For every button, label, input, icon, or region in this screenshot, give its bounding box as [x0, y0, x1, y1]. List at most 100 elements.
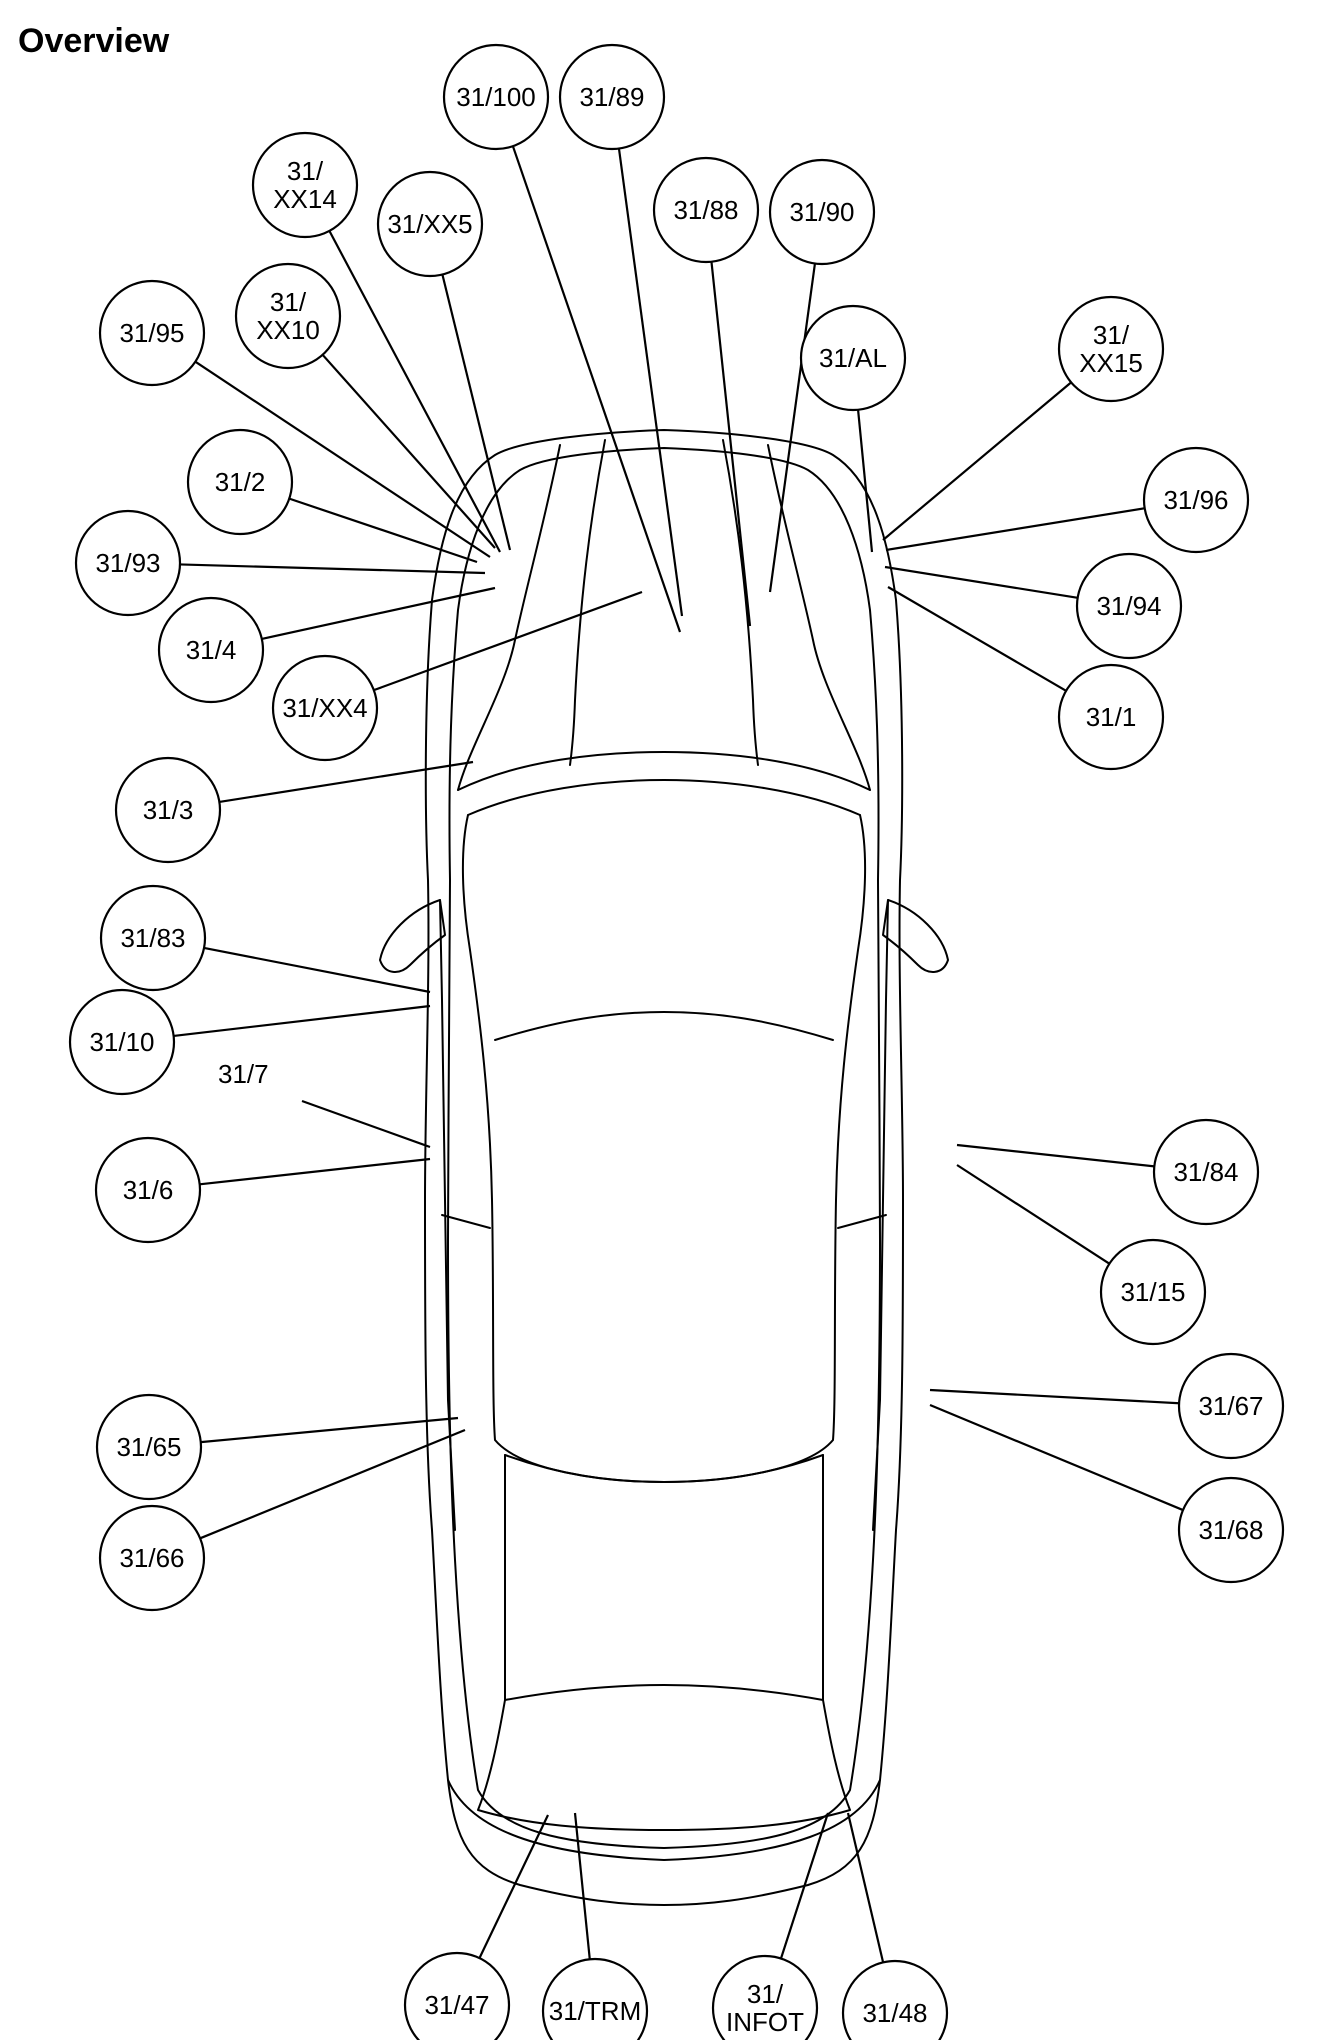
- callout-label: 31/93: [95, 548, 160, 578]
- callout-circle: [768, 158, 876, 266]
- callout-31-96: 31/96: [1142, 446, 1250, 554]
- leader-line-31-xx5: [441, 274, 512, 551]
- callout-circle: [98, 1504, 206, 1612]
- leader-line-31-47: [478, 1814, 549, 1959]
- callout-31-infot: 31/INFOT: [711, 1954, 819, 2040]
- leader-line-31-xx10: [321, 354, 496, 549]
- callout-circle: [1057, 663, 1165, 771]
- callout-label: 31/94: [1096, 591, 1161, 621]
- mirror-left: [379, 899, 446, 973]
- callout-31-xx14: 31/XX14: [251, 131, 359, 239]
- callout-31-10: 31/10: [68, 988, 176, 1096]
- leader-line-31-67: [929, 1388, 1180, 1405]
- callout-31-1: 31/1: [1057, 663, 1165, 771]
- leader-line-31-6: [199, 1157, 431, 1186]
- callout-label: 31/100: [456, 82, 536, 112]
- leader-line-31-10: [173, 1004, 431, 1038]
- leader-line-31-89: [617, 148, 684, 617]
- sill-line-right: [872, 899, 889, 1531]
- callout-label: 31/96: [1163, 485, 1228, 515]
- callout-circle: [1177, 1352, 1285, 1460]
- callout-circle: [799, 304, 907, 412]
- leader-line-31-90: [768, 263, 817, 593]
- callout-label: 31/: [287, 156, 324, 186]
- callout-31-83: 31/83: [99, 884, 207, 992]
- leader-line-31-93: [179, 563, 486, 575]
- callout-31-3: 31/3: [114, 756, 222, 864]
- callout-label: 31/XX4: [282, 693, 367, 723]
- windscreen-bottom: [467, 779, 861, 816]
- callout-31-93: 31/93: [74, 509, 182, 617]
- cabin-roof-outline: [461, 814, 867, 1483]
- callout-circle: [74, 509, 182, 617]
- callout-label: 31/90: [789, 197, 854, 227]
- leader-line-31-trm: [573, 1812, 591, 1960]
- callout-label: 31/68: [1198, 1515, 1263, 1545]
- callout-31-4: 31/4: [157, 596, 265, 704]
- callout-label: 31/2: [215, 467, 266, 497]
- leader-line-31-96: [885, 507, 1145, 552]
- roof-front-edge: [494, 1011, 834, 1041]
- callout-31-66: 31/66: [98, 1504, 206, 1612]
- leader-line-31-95: [194, 360, 491, 558]
- rear-bumper: [447, 1779, 881, 1861]
- roof-rear-edge: [504, 1454, 824, 1483]
- callout-circle: [95, 1393, 203, 1501]
- callout-label: 31/: [270, 287, 307, 317]
- free-labels: 31/7: [218, 1059, 431, 1149]
- callout-circle: [376, 170, 484, 278]
- callout-31-al: 31/AL: [799, 304, 907, 412]
- leader-line-31-48: [846, 1812, 885, 1963]
- leader-line-31-infot: [779, 1812, 830, 1959]
- callout-circle: [186, 428, 294, 536]
- leader-line-31-3: [219, 760, 474, 804]
- callout-31-68: 31/68: [1177, 1476, 1285, 1584]
- callout-31-xx4: 31/XX4: [271, 654, 379, 762]
- callout-31-65: 31/65: [95, 1393, 203, 1501]
- callout-label: 31/47: [424, 1990, 489, 2020]
- free-label-31-7: 31/7: [218, 1059, 269, 1089]
- callout-31-67: 31/67: [1177, 1352, 1285, 1460]
- callout-circle: [558, 43, 666, 151]
- leader-line-31-1: [887, 586, 1067, 692]
- leader-line-free-label: [301, 1099, 431, 1149]
- callout-label: 31/: [1093, 320, 1130, 350]
- b-pillar-left: [441, 1214, 491, 1229]
- callout-label: XX15: [1079, 348, 1143, 378]
- leader-line-31-al: [856, 409, 874, 553]
- callout-circle: [1099, 1238, 1207, 1346]
- callout-circle: [99, 884, 207, 992]
- callout-circle: [1152, 1118, 1260, 1226]
- car-body-inner-contour: [447, 447, 881, 1849]
- callout-circle: [114, 756, 222, 864]
- leader-line-31-84: [956, 1143, 1155, 1168]
- callout-31-6: 31/6: [94, 1136, 202, 1244]
- leader-line-31-2: [288, 497, 478, 564]
- callout-circle: [841, 1959, 949, 2040]
- callout-label: 31/89: [579, 82, 644, 112]
- callout-31-90: 31/90: [768, 158, 876, 266]
- callout-label: 31/XX5: [387, 209, 472, 239]
- leader-line-31-15: [956, 1164, 1110, 1265]
- callout-label: XX10: [256, 315, 320, 345]
- callout-label: 31/4: [186, 635, 237, 665]
- callout-circle: [403, 1951, 511, 2040]
- callout-label: 31/67: [1198, 1391, 1263, 1421]
- callout-circle: [541, 1957, 649, 2040]
- callout-label: INFOT: [726, 2007, 804, 2037]
- callout-label: 31/84: [1173, 1157, 1238, 1187]
- callout-31-100: 31/100: [442, 43, 550, 151]
- callout-31-xx10: 31/XX10: [234, 262, 342, 370]
- sill-line-left: [439, 899, 456, 1531]
- boot-lid: [477, 1684, 851, 1831]
- callout-label: 31/1: [1086, 702, 1137, 732]
- callout-31-84: 31/84: [1152, 1118, 1260, 1226]
- callout-31-95: 31/95: [98, 279, 206, 387]
- callout-31-2: 31/2: [186, 428, 294, 536]
- page-title: Overview: [18, 22, 170, 60]
- car-outline: [379, 429, 949, 1906]
- callout-31-47: 31/47: [403, 1951, 511, 2040]
- callout-label: 31/AL: [819, 343, 887, 373]
- callout-label: 31/66: [119, 1543, 184, 1573]
